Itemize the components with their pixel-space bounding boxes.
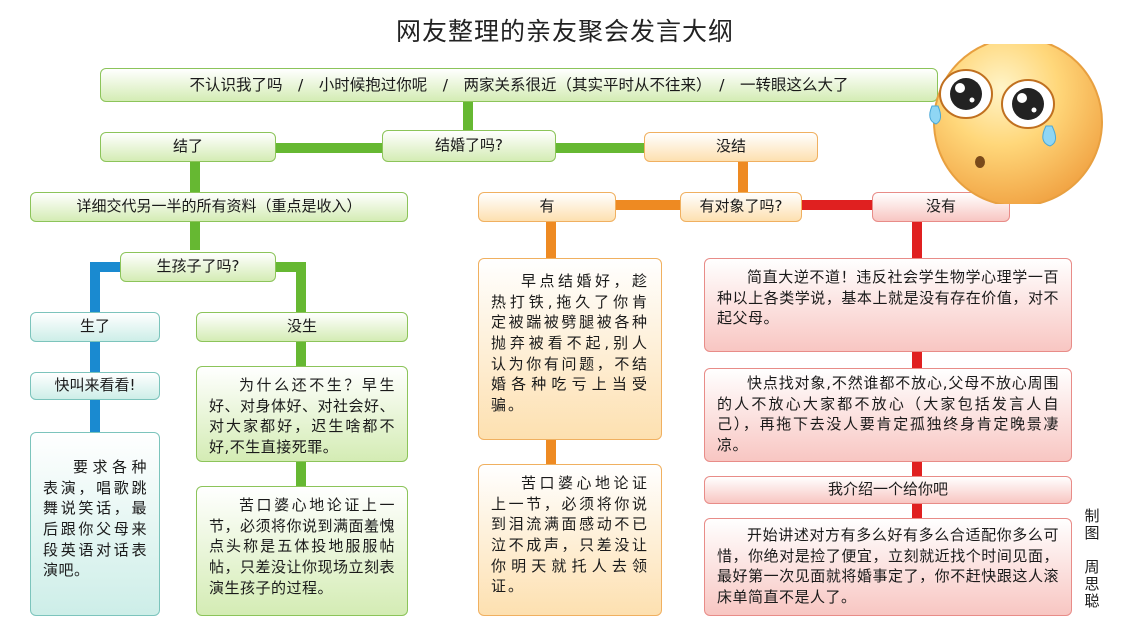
- question-partner-box: 有对象了吗?: [680, 192, 802, 222]
- married-box: 结了: [100, 132, 276, 162]
- question-child-box: 生孩子了吗?: [120, 252, 276, 282]
- nag-child-text: 苦口婆心地论证上一节，必须将你说到满面羞愧点头称是五体投地服服帖帖，只差没让你现…: [196, 486, 408, 616]
- matchmake-text: 开始讲述对方有多么好有多么合适配你多么可惜，你绝对是捡了便宜，立刻就近找个时间见…: [704, 518, 1072, 616]
- has-partner-box: 有: [478, 192, 616, 222]
- connector-come-down: [90, 400, 100, 432]
- not-married-box: 没结: [644, 132, 818, 162]
- connector-child-left-v: [90, 262, 100, 312]
- connector-child-right-v: [296, 262, 306, 312]
- connector-early-down: [546, 440, 556, 464]
- connector-child-left-h: [90, 262, 120, 272]
- no-child-box: 没生: [196, 312, 408, 342]
- connector-partner-right: [802, 200, 872, 210]
- connector-meiyou-down: [912, 222, 922, 258]
- connector-top-down: [463, 100, 473, 136]
- connector-partner-left: [616, 200, 680, 210]
- connector-jiele-down: [190, 162, 200, 192]
- connector-child-right-h: [276, 262, 306, 272]
- connector-introduce-down: [912, 504, 922, 518]
- question-married-box: 结婚了吗?: [382, 130, 556, 162]
- outrageous-text: 简直大逆不道！违反社会学生物学心理学一百种以上各类学说，基本上就是没有存在价值，…: [704, 258, 1072, 352]
- connector-you-down: [546, 222, 556, 258]
- credit-label: 制图: [1084, 507, 1100, 543]
- opening-remarks-box: 不认识我了吗 / 小时候抱过你呢 / 两家关系很近（其实平时从不往来） / 一转…: [100, 68, 938, 102]
- why-no-child-text: 为什么还不生？早生好、对身体好、对社会好、对大家都好，迟生啥都不好,不生直接死罪…: [196, 366, 408, 462]
- marry-early-text: 早点结婚好，趁热打铁,拖久了你肯定被踹被劈腿被各种抛弃被看不起,别人认为你有问题…: [478, 258, 662, 440]
- connector-why-down: [296, 462, 306, 486]
- connector-meisheng-down: [296, 342, 306, 366]
- connector-married-left: [276, 143, 382, 153]
- connector-married-right: [556, 143, 644, 153]
- crying-smiley-face-icon: [929, 44, 1103, 204]
- find-partner-text: 快点找对象,不然谁都不放心,父母不放心周围的人不放心大家都不放心（大家包括发言人…: [704, 368, 1072, 462]
- introduce-box: 我介绍一个给你吧: [704, 476, 1072, 504]
- partner-details-box: 详细交代另一半的所有资料（重点是收入）: [30, 192, 408, 222]
- nag-marry-text: 苦口婆心地论证上一节，必须将你说到泪流满面感动不已泣不成声，只差没让你明天就托人…: [478, 464, 662, 616]
- connector-find-down: [912, 462, 922, 476]
- connector-outrageous-down: [912, 352, 922, 368]
- credit: 制图 周思聪: [1082, 507, 1102, 610]
- connector-meijie-down: [738, 162, 748, 192]
- had-child-box: 生了: [30, 312, 160, 342]
- child-perform-text: 要求各种表演，唱歌跳舞说笑话，最后跟你父母来段英语对话表演吧。: [30, 432, 160, 616]
- connector-shengle-down: [90, 342, 100, 372]
- credit-name: 周思聪: [1084, 557, 1100, 610]
- page-title: 网友整理的亲友聚会发言大纲: [395, 17, 734, 46]
- connector-detail-down: [190, 222, 200, 250]
- child-come-box: 快叫来看看!: [30, 372, 160, 400]
